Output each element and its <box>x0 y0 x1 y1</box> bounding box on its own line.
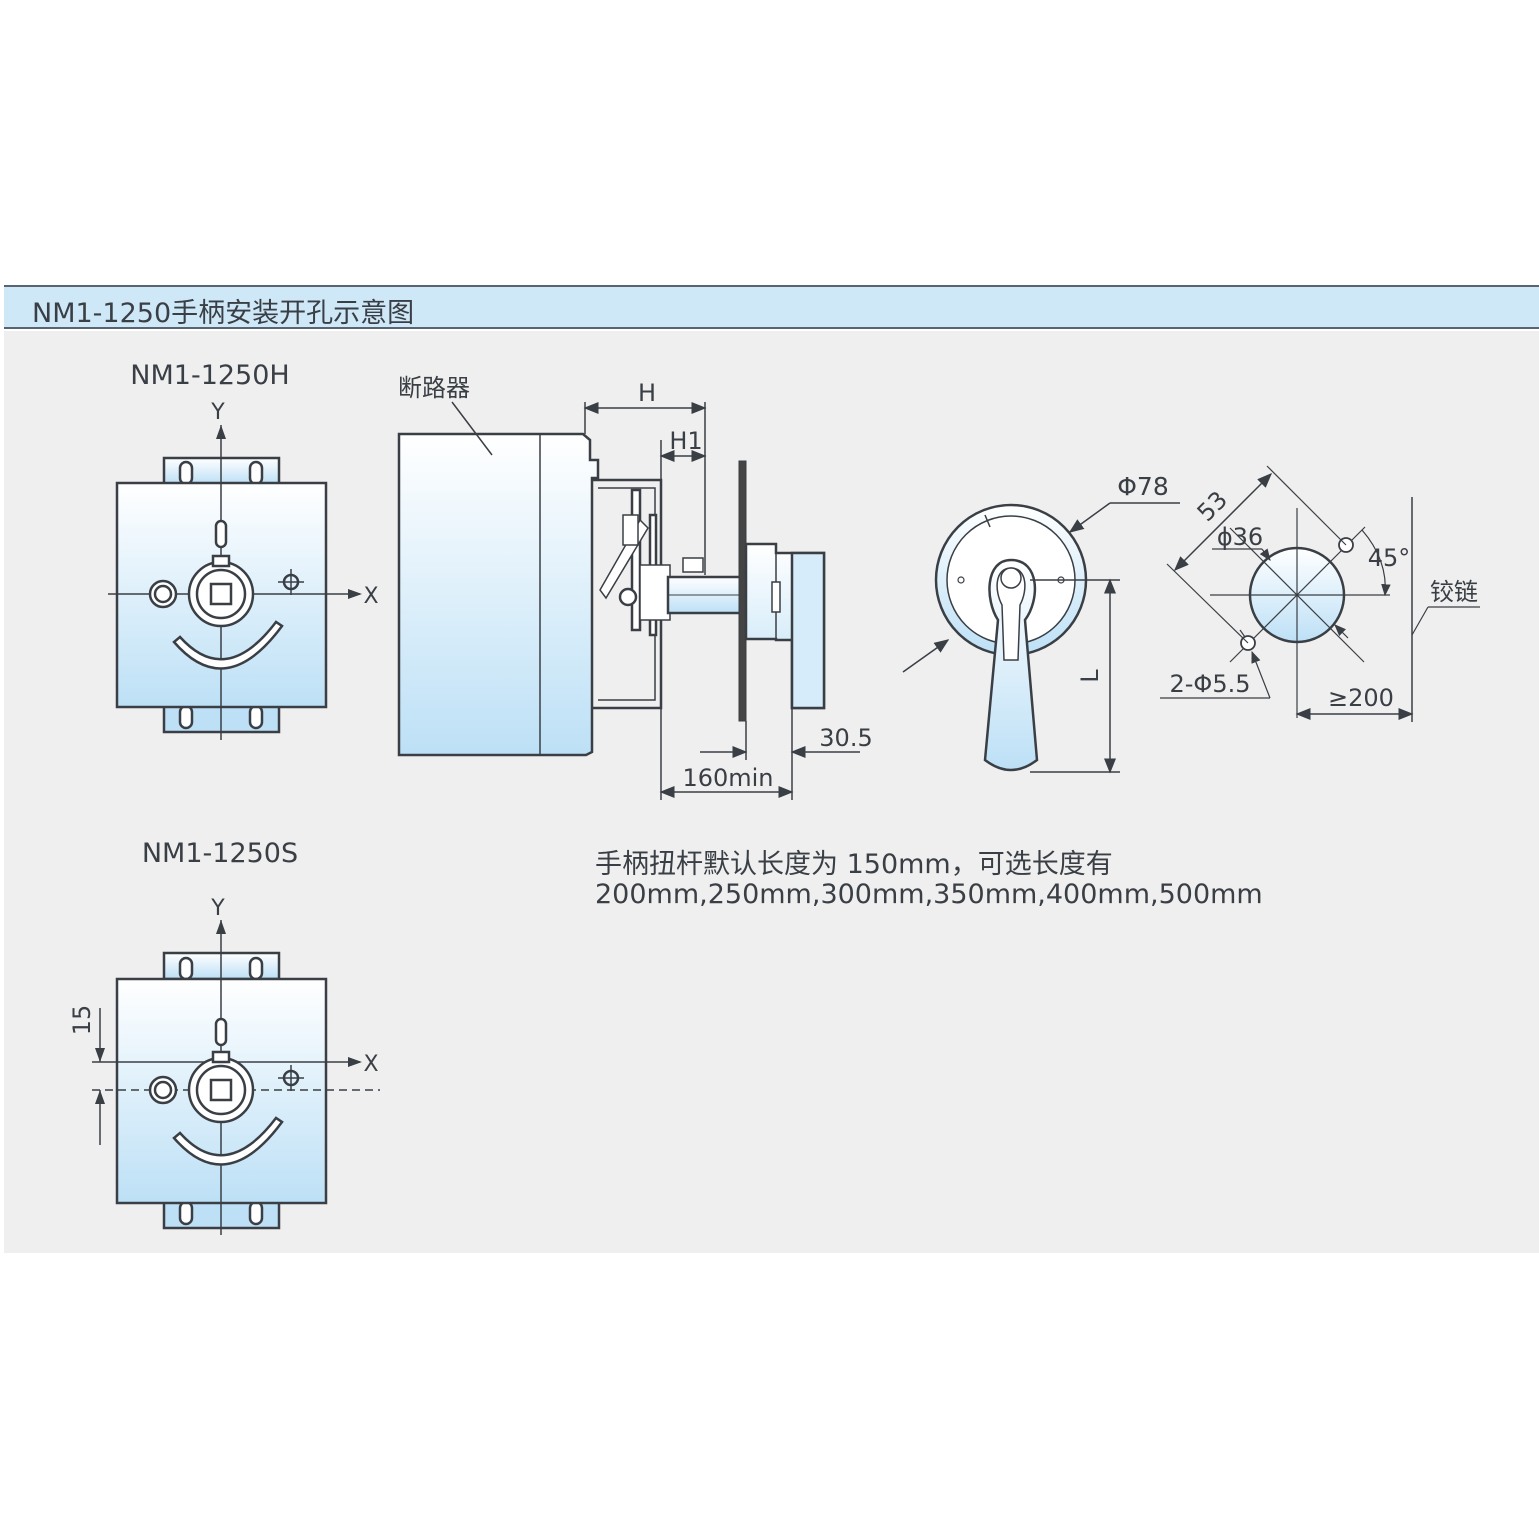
dim-160min: 160min <box>682 764 773 792</box>
cutout-view: 53 ϕ36 45° 2-Φ5.5 ≥200 铰链 <box>1160 465 1480 722</box>
dim-30-5: 30.5 <box>819 724 872 752</box>
axis-x-label-s: X <box>363 1052 378 1077</box>
handle-view: Φ78 L <box>902 472 1180 774</box>
breaker-label: 断路器 <box>398 374 470 402</box>
axis-x-label: X <box>363 584 378 609</box>
axis-y-label: Y <box>210 400 225 425</box>
dim-l: L <box>1076 669 1104 683</box>
hinge-label: 铰链 <box>1430 578 1478 606</box>
side-view: 断路器 H H1 30.5 <box>397 374 873 800</box>
dim-holes: 2-Φ5.5 <box>1170 670 1251 698</box>
axis-y-label-s: Y <box>210 896 225 921</box>
dim-45deg: 45° <box>1368 544 1411 572</box>
dim-phi78: Φ78 <box>1117 472 1169 501</box>
view-title-h: NM1-1250H <box>130 360 289 391</box>
dim-ge200: ≥200 <box>1328 684 1394 712</box>
dim-h1: H1 <box>669 427 702 455</box>
front-view-s: NM1-1250S Y X 15 <box>68 838 380 1235</box>
dim-15: 15 <box>68 1005 96 1036</box>
front-view-h: NM1-1250H Y X <box>108 360 379 740</box>
header-bar: NM1-1250手柄安装开孔示意图 <box>4 285 1539 329</box>
dim-53: 53 <box>1192 486 1233 527</box>
view-title-s: NM1-1250S <box>142 838 298 869</box>
dim-h: H <box>638 379 656 407</box>
dim-phi36: ϕ36 <box>1217 523 1263 551</box>
page-title: NM1-1250手柄安装开孔示意图 <box>32 298 415 329</box>
note-line-2: 200mm,250mm,300mm,350mm,400mm,500mm <box>595 879 1263 910</box>
note-line-1: 手柄扭杆默认长度为 150mm，可选长度有 <box>595 849 1113 880</box>
